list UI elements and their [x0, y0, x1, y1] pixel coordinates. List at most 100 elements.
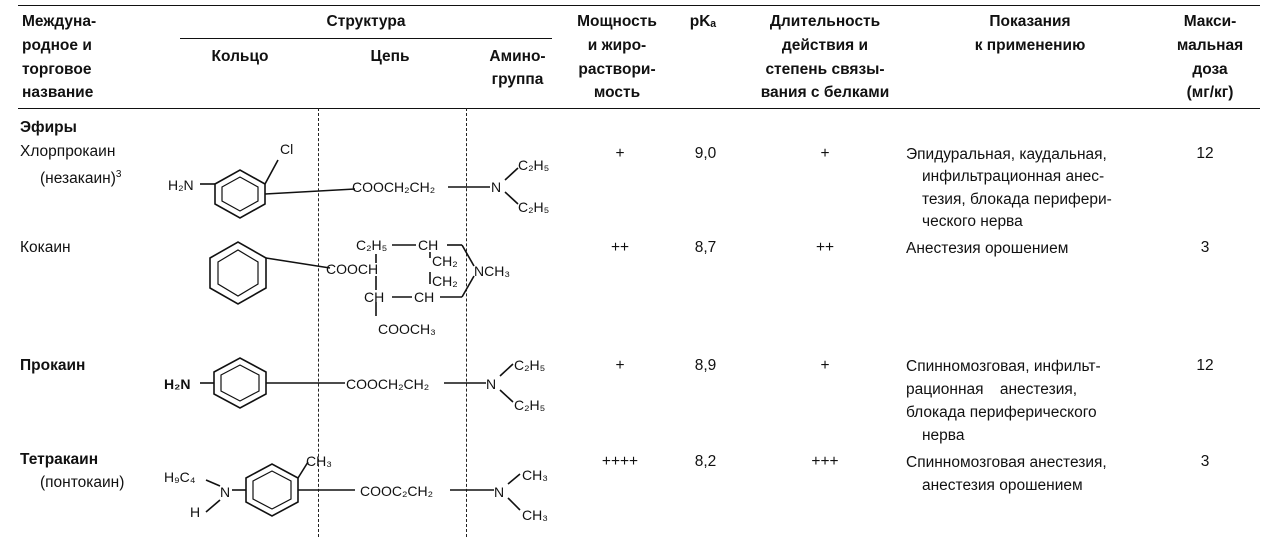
mol-chain: COOCH₂CH₂: [352, 179, 435, 195]
mol-n: N: [220, 484, 230, 500]
indication-line: Анестезия орошением: [906, 240, 1069, 257]
benzene-ring: [213, 357, 267, 409]
mol-chain: COOCH₂CH₂: [346, 376, 429, 392]
bond: [205, 499, 221, 513]
benzene-ring: [214, 169, 266, 219]
bond: [264, 188, 356, 195]
indication-line: инфильтрационная анес-: [922, 168, 1105, 185]
benzene-ring-inner: [217, 249, 259, 297]
mol-nch3: NCH₃: [474, 263, 510, 279]
footnote-mark: 3: [115, 169, 122, 180]
header-indications-line: к применению: [974, 37, 1086, 54]
duration-value: ++: [815, 239, 835, 256]
header-name-line: название: [22, 84, 94, 101]
mol-ch: CH: [414, 289, 434, 305]
mol-h2n: H₂N: [164, 376, 190, 392]
header-name-line: торговое: [22, 61, 92, 78]
mol-ch: CH: [418, 237, 438, 253]
bond: [504, 167, 519, 181]
mol-h: H: [190, 504, 200, 520]
header-ring: Кольцо: [211, 48, 269, 65]
bond: [264, 159, 279, 185]
mol-r1: C₂H₅: [514, 357, 545, 373]
indication-line: рационная анестезия,: [906, 381, 1078, 398]
bond: [461, 275, 475, 298]
mol-ch2: CH₂: [432, 273, 458, 289]
header-potency-line: и жиро-: [587, 37, 647, 54]
drug-name: Хлорпрокаин: [20, 143, 116, 160]
bond: [507, 473, 521, 485]
section-esters: Эфиры: [20, 119, 77, 136]
duration-value: +: [820, 145, 830, 162]
mol-r1: C₂H₅: [518, 157, 549, 173]
max-dose-value: 12: [1196, 357, 1214, 374]
header-name-line: родное и: [22, 37, 92, 54]
indication-line: Спинномозговая, инфильт-: [906, 358, 1101, 375]
header-max-dose-line: (мг/кг): [1186, 84, 1234, 101]
potency-value: +: [615, 145, 625, 162]
duration-value: +: [820, 357, 830, 374]
header-structure: Структура: [326, 13, 406, 30]
benzene-ring-inner: [221, 176, 259, 212]
header-chain: Цепь: [370, 48, 410, 65]
header-pka: pKₐ: [689, 13, 717, 30]
mol-cl: Cl: [280, 141, 293, 157]
mol-ch2: CH₂: [432, 253, 458, 269]
drug-name: Кокаин: [20, 239, 71, 256]
mol-n: N: [486, 376, 496, 392]
structure-subheader-rule: [180, 38, 552, 39]
benzene-ring-inner: [252, 470, 292, 510]
indication-line: ческого нерва: [922, 213, 1023, 230]
header-indications-line: Показания: [989, 13, 1071, 30]
max-dose-value: 3: [1200, 453, 1210, 470]
header-duration-line: действия и: [781, 37, 869, 54]
bond: [461, 244, 475, 267]
mol-r1: CH₃: [522, 467, 548, 483]
benzene-ring: [209, 241, 267, 305]
potency-value: +: [615, 357, 625, 374]
indication-line: Эпидуральная, каудальная,: [906, 146, 1107, 163]
mol-amino-n: N: [494, 484, 504, 500]
header-name-line: Междуна-: [22, 13, 97, 30]
drug-name: Тетракаин: [20, 451, 99, 468]
pka-value: 8,9: [694, 357, 717, 374]
header-potency-line: мость: [593, 84, 641, 101]
duration-value: +++: [811, 453, 839, 470]
bond: [507, 497, 521, 511]
bond: [265, 257, 331, 269]
bond: [499, 363, 514, 377]
header-potency-line: раствори-: [578, 61, 656, 78]
max-dose-value: 3: [1200, 239, 1210, 256]
benzene-ring: [245, 463, 299, 517]
table-top-rule: [18, 5, 1260, 6]
potency-value: ++: [610, 239, 630, 256]
mol-n: N: [491, 179, 501, 195]
pka-value: 9,0: [694, 145, 717, 162]
bond: [205, 479, 221, 487]
header-max-dose-line: доза: [1192, 61, 1228, 78]
ring-chain-divider: [318, 108, 319, 537]
mol-coo-ch: COOCH: [326, 261, 378, 277]
potency-value: ++++: [601, 453, 639, 470]
trade-name-text: (незакаин): [40, 170, 116, 188]
mol-r2: CH₃: [522, 507, 548, 523]
mol-c2h5: C₂H₅: [356, 237, 387, 253]
header-duration-line: вания с белками: [760, 84, 890, 101]
drug-name: Прокаин: [20, 357, 86, 374]
max-dose-value: 12: [1196, 145, 1214, 162]
bond: [504, 191, 519, 205]
drug-trade-name: (незакаин)3: [40, 165, 121, 189]
indication-line: блокада периферического: [906, 404, 1097, 421]
header-duration-line: Длительность: [769, 13, 881, 30]
pka-value: 8,2: [694, 453, 717, 470]
drug-trade-name: (понтокаин): [40, 474, 125, 491]
bond: [499, 389, 514, 403]
mol-chain: COOC₂CH₂: [360, 483, 433, 499]
indication-line: Спинномозговая анестезия,: [906, 454, 1107, 471]
mol-r2: C₂H₅: [518, 199, 549, 215]
header-amino: группа: [491, 71, 544, 88]
indication-line: нерва: [922, 427, 965, 444]
header-bottom-rule: [18, 108, 1260, 109]
chain-amino-divider: [466, 108, 467, 537]
header-duration-line: степень связы-: [765, 61, 885, 78]
